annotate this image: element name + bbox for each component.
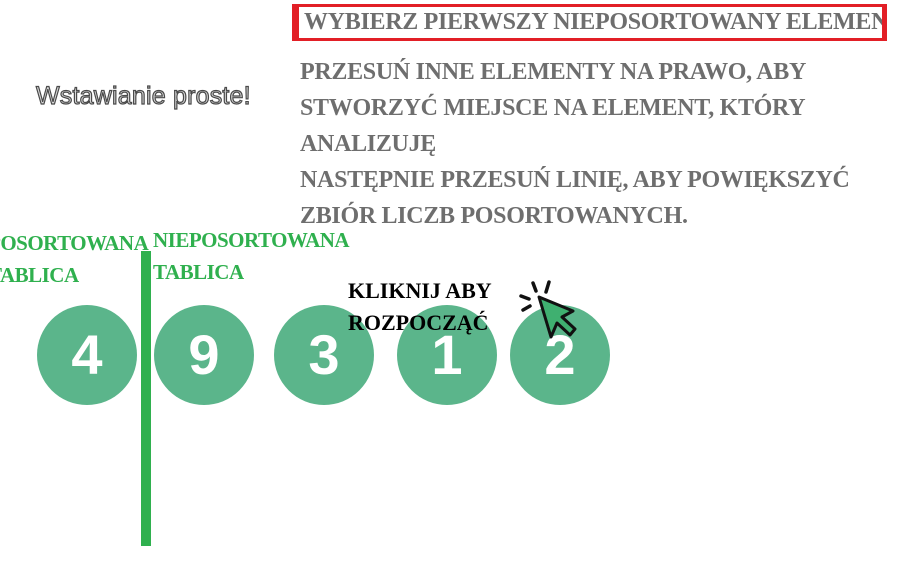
instruction-line: ZBIÓR LICZB POSORTOWANYCH. (300, 203, 688, 229)
array-element: 9 (154, 305, 254, 405)
array-element: 1 (397, 305, 497, 405)
sorted-array-label: POSORTOWANA TABLICA (0, 231, 149, 287)
start-label: ROZPOCZĄĆ (348, 310, 489, 335)
click-cursor-icon (519, 280, 577, 339)
array-element: 4 (37, 305, 137, 405)
instruction-line: ANALIZUJĘ (300, 131, 436, 157)
sorted-boundary-line[interactable] (141, 251, 151, 546)
instruction-line: STWORZYĆ MIEJSCE NA ELEMENT, KTÓRY (300, 95, 806, 121)
unsorted-array-label: NIEPOSORTOWANA TABLICA (153, 228, 350, 284)
start-button[interactable]: KLIKNIJ ABY ROZPOCZĄĆ (348, 275, 492, 339)
start-label: KLIKNIJ ABY (348, 278, 492, 303)
instruction-line: NASTĘPNIE PRZESUŃ LINIĘ, ABY POWIĘKSZYĆ (300, 167, 850, 193)
array-element: 3 (274, 305, 374, 405)
current-step-highlight: WYBIERZ PIERWSZY NIEPOSORTOWANY ELEMENT (292, 4, 887, 41)
instruction-line: PRZESUŃ INNE ELEMENTY NA PRAWO, ABY (300, 59, 807, 85)
page-title: Wstawianie proste! (35, 81, 251, 110)
